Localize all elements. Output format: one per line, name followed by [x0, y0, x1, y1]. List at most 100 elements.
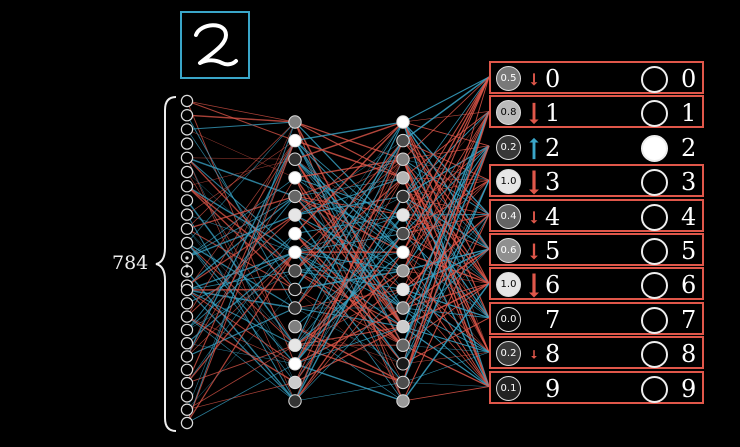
- down-arrow-icon: [529, 170, 539, 195]
- connection-line: [402, 76, 490, 160]
- down-arrow-icon: [530, 243, 538, 260]
- connection-line: [402, 140, 490, 215]
- connection-line: [294, 363, 404, 402]
- connection-line: [294, 251, 404, 402]
- connection-line: [186, 121, 296, 424]
- connection-line: [402, 145, 490, 234]
- connection-line: [186, 157, 296, 160]
- down-arrow-icon: [530, 210, 538, 224]
- input-neuron: [180, 222, 194, 235]
- hidden2-neuron: [396, 133, 410, 148]
- connection-line: [402, 111, 490, 383]
- connection-line: [402, 179, 490, 235]
- connection-line: [294, 140, 404, 402]
- connection-line: [186, 242, 296, 383]
- target-label: 0: [681, 65, 697, 93]
- connection-line: [294, 121, 404, 271]
- connection-line: [186, 121, 296, 244]
- output-activation: 0.5: [496, 66, 521, 91]
- connection-line: [186, 228, 296, 346]
- connection-line: [186, 121, 296, 130]
- connection-line: [402, 111, 490, 346]
- hidden1-neuron: [288, 264, 302, 278]
- hidden2-neuron: [396, 264, 410, 278]
- target-label: 4: [681, 202, 697, 231]
- connection-line: [402, 233, 490, 284]
- connection-line: [186, 344, 296, 411]
- connection-line: [402, 76, 490, 253]
- input-bracket: [155, 96, 177, 432]
- connection-line: [402, 179, 490, 253]
- input-neuron: [180, 390, 194, 403]
- input-neuron: [180, 151, 194, 164]
- hidden1-neuron: [288, 152, 302, 166]
- target-label: 9: [681, 374, 697, 403]
- connection-line: [186, 251, 296, 424]
- connection-line: [402, 288, 490, 353]
- hidden1-neuron: [288, 189, 302, 204]
- output-activation: 0.2: [496, 341, 521, 367]
- hidden1-neuron: [288, 133, 302, 148]
- connection-line: [294, 270, 404, 402]
- connection-line: [186, 214, 296, 287]
- connection-line: [186, 140, 296, 215]
- connection-line: [402, 214, 490, 250]
- connection-line: [402, 282, 490, 309]
- connection-line: [186, 242, 296, 365]
- target-neuron: [641, 341, 668, 369]
- connection-line: [402, 344, 490, 353]
- connection-line: [402, 214, 490, 319]
- connection-line: [186, 242, 296, 346]
- connection-line: [186, 177, 296, 357]
- connection-line: [402, 214, 490, 235]
- hidden1-neuron: [288, 208, 302, 222]
- connection-line: [402, 382, 490, 387]
- output-activation: 0.1: [496, 375, 521, 401]
- input-neuron: [180, 283, 194, 297]
- connection-line: [294, 344, 404, 384]
- connection-line: [186, 121, 296, 357]
- connection-line: [402, 386, 490, 402]
- connection-line: [402, 177, 490, 250]
- connection-line: [402, 121, 490, 284]
- connection-line: [402, 351, 490, 383]
- input-neuron: [180, 363, 194, 376]
- connection-line: [186, 289, 296, 309]
- connection-lines: [186, 76, 490, 424]
- output-activation: 0.8: [496, 100, 521, 126]
- connection-line: [186, 140, 296, 357]
- input-neuron: [180, 350, 194, 363]
- hidden1-neuron: [288, 394, 302, 408]
- connection-line: [402, 158, 490, 215]
- hidden1-neuron: [288, 282, 302, 297]
- connection-line: [186, 185, 296, 253]
- down-arrow-icon: [530, 73, 538, 86]
- target-neuron: [641, 66, 668, 93]
- output-activation: 1.0: [496, 169, 521, 195]
- connection-line: [294, 121, 404, 142]
- connection-line: [294, 121, 404, 179]
- connection-line: [402, 248, 490, 309]
- hidden2-neuron: [396, 208, 410, 222]
- connection-line: [402, 351, 490, 365]
- hidden2-neuron: [396, 226, 410, 241]
- connection-line: [402, 76, 490, 142]
- target-neuron: [641, 272, 668, 300]
- connection-line: [294, 140, 404, 365]
- hidden1-neuron: [288, 115, 302, 129]
- input-neuron: [180, 403, 194, 416]
- connection-line: [402, 251, 490, 319]
- connection-line: [186, 140, 296, 291]
- connection-line: [186, 114, 296, 309]
- connection-line: [402, 179, 490, 383]
- input-count-label: 784: [112, 252, 149, 274]
- connection-line: [402, 76, 490, 364]
- connection-line: [402, 145, 490, 272]
- target-neuron: [641, 203, 668, 231]
- connection-line: [402, 214, 490, 290]
- output-label: 0: [545, 65, 561, 93]
- input-neuron: [180, 165, 194, 179]
